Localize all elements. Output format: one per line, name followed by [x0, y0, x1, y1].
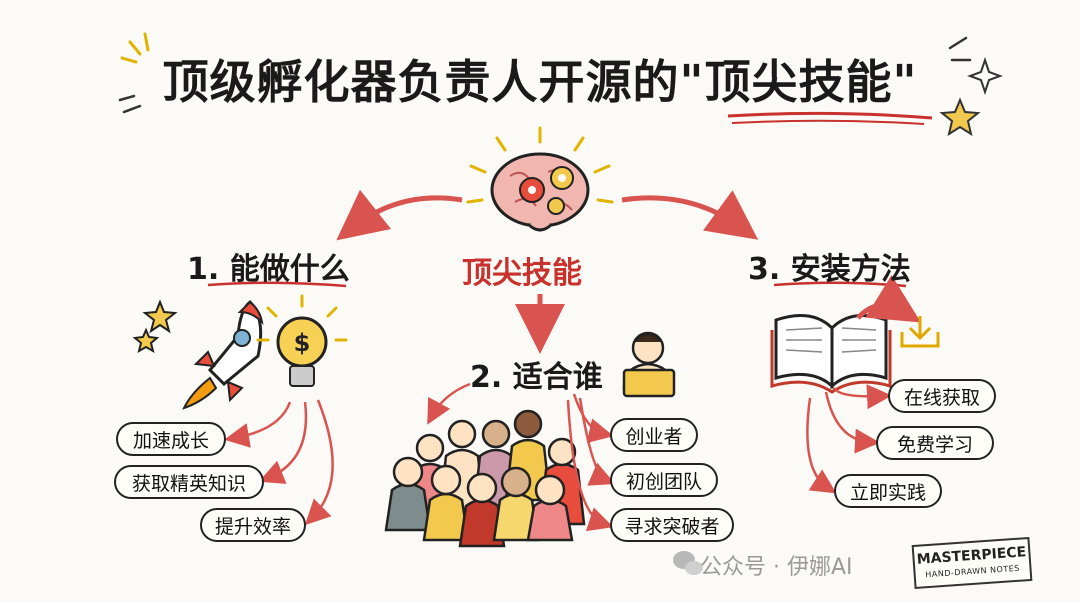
branch-arrow — [224, 401, 292, 448]
item-founders: 创业者 — [610, 418, 698, 452]
section-1-title: 1. 能做什么 — [187, 252, 350, 287]
star-icon — [967, 56, 1003, 96]
sparkle-icon — [120, 32, 150, 64]
wechat-icon — [673, 551, 703, 575]
arrow-to-section-3 — [621, 190, 759, 240]
branch-arrow — [427, 382, 471, 425]
download-icon — [900, 316, 940, 348]
branch-arrow — [832, 384, 892, 410]
open-book-icon — [770, 314, 892, 394]
star-icon — [132, 327, 160, 354]
item-startup-teams: 初创团队 — [610, 463, 718, 497]
branch-arrow — [258, 401, 308, 484]
watermark: 公众号 · 伊娜AI — [700, 555, 853, 580]
page-title: 顶级孵化器负责人开源的"顶尖技能" — [162, 55, 918, 109]
brain-gears-icon — [466, 126, 614, 232]
item-online-access: 在线获取 — [888, 379, 996, 413]
people-group-icon — [384, 409, 586, 548]
masterpiece-stamp: MASTERPIECE HAND-DRAWN NOTES — [911, 536, 1033, 590]
item-breakthrough-seekers: 寻求突破者 — [610, 508, 734, 542]
branch-arrow — [566, 399, 614, 532]
title-underline — [731, 119, 925, 125]
branch-arrow — [572, 393, 614, 443]
lightbulb-icon: $ — [256, 294, 348, 387]
star-icon — [939, 97, 981, 137]
item-improve-efficiency: 提升效率 — [200, 508, 306, 542]
star-icon — [142, 299, 178, 334]
branch-arrow — [304, 399, 334, 526]
item-accelerate-growth: 加速成长 — [116, 422, 226, 456]
svg-text:$: $ — [294, 329, 311, 357]
item-free-learning: 免费学习 — [876, 426, 994, 460]
title-underline — [727, 111, 933, 120]
section-2-title: 2. 适合谁 — [470, 360, 603, 395]
item-elite-knowledge: 获取精英知识 — [114, 465, 264, 499]
section-3-title: 3. 安装方法 — [748, 252, 911, 287]
center-label: 顶尖技能 — [462, 256, 582, 291]
item-practice-now: 立即实践 — [834, 474, 942, 508]
arrow-icon — [856, 274, 922, 323]
arrow-to-section-1 — [336, 189, 463, 241]
branch-arrow — [806, 397, 837, 494]
branch-arrow — [824, 391, 880, 454]
section-underline — [207, 281, 347, 288]
rocket-icon — [182, 299, 264, 410]
person-laptop-icon — [622, 331, 676, 398]
sparkle-icon — [118, 36, 972, 114]
branch-arrow — [578, 397, 616, 486]
